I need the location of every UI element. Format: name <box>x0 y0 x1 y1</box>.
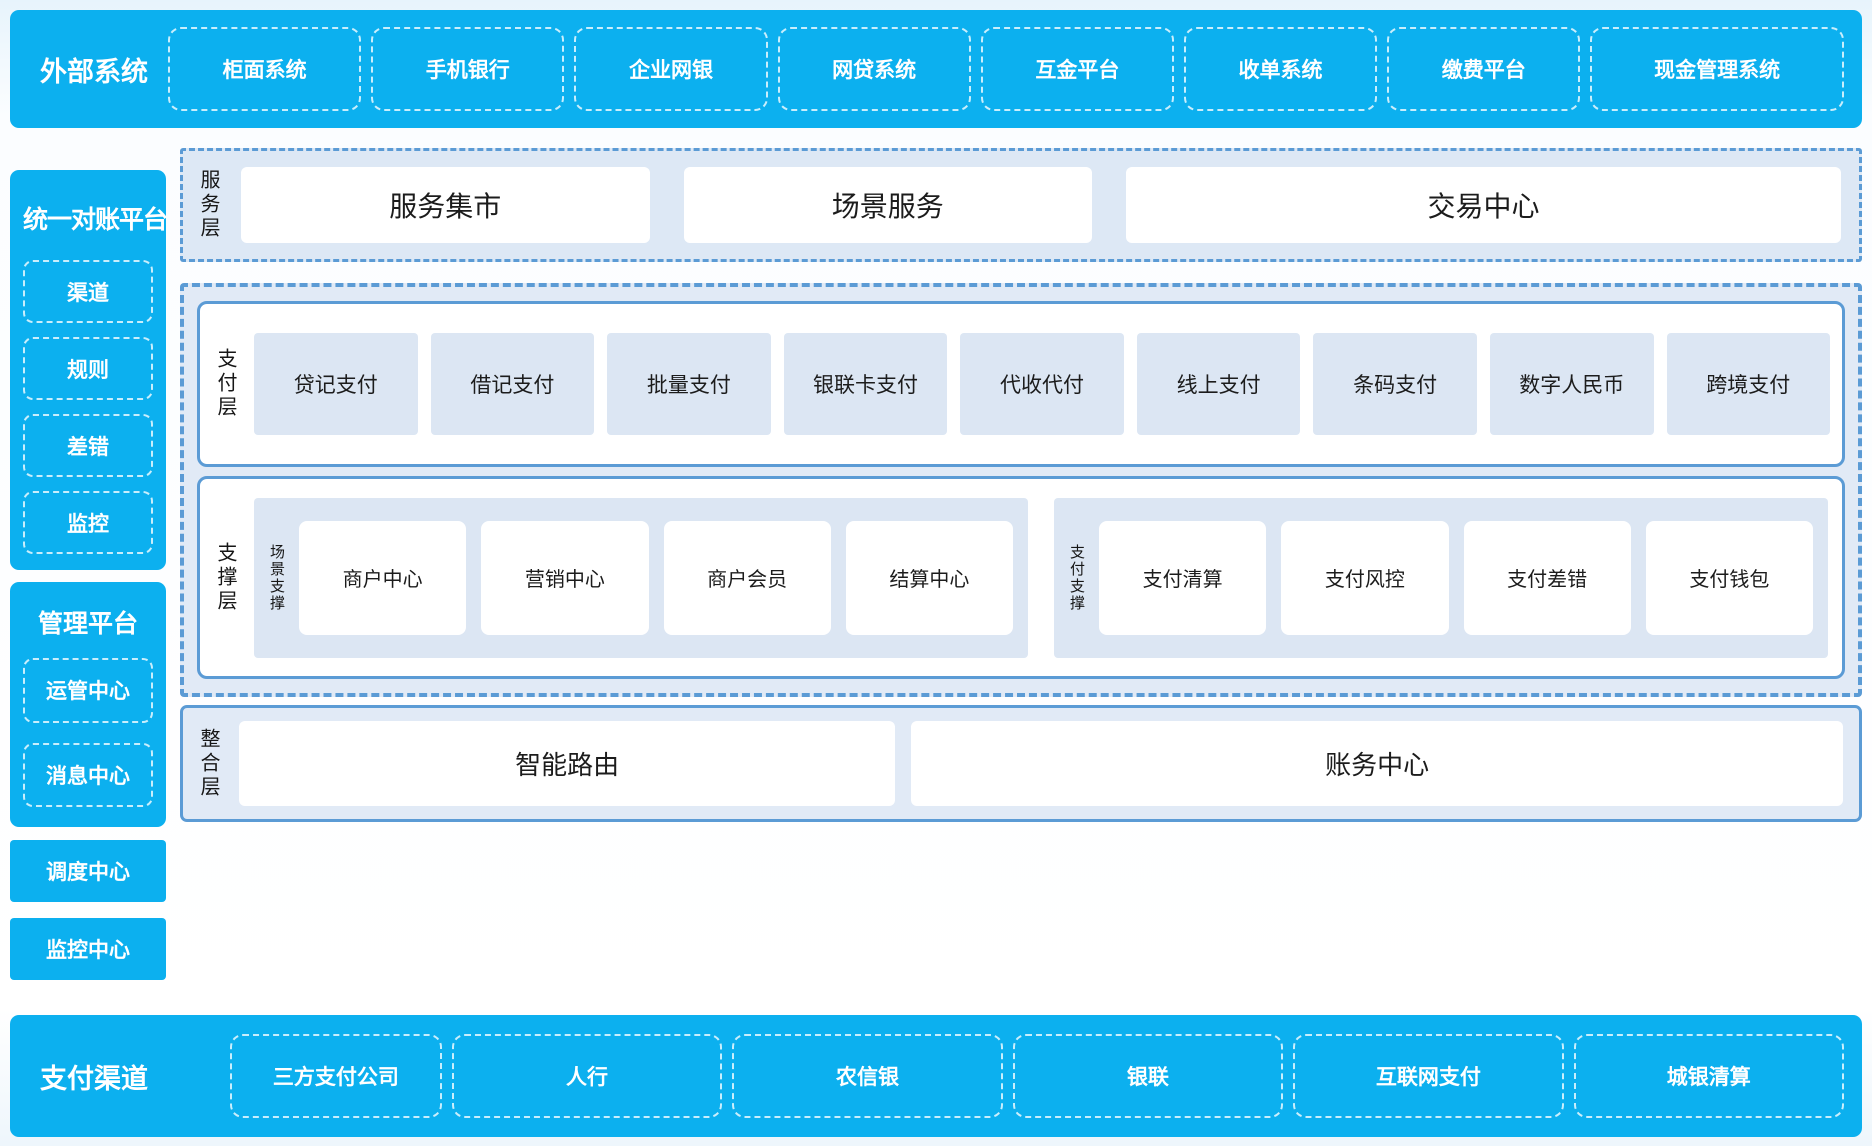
payment-channel-box: 银联 <box>1012 1034 1284 1118</box>
payment-channel-box: 城银清算 <box>1573 1034 1844 1118</box>
external-system-box: 收单系统 <box>1183 27 1378 111</box>
payment-channel-box: 人行 <box>451 1034 723 1118</box>
reconciliation-item: 渠道 <box>23 260 153 323</box>
payment-channels-boxes: 三方支付公司 人行 农信银 银联 互联网支付 城银清算 <box>230 1034 1844 1118</box>
reconciliation-platform-title: 统一对账平台 <box>23 205 168 234</box>
payment-tile: 条码支付 <box>1313 333 1477 435</box>
support-tile: 商户中心 <box>299 520 467 635</box>
integration-layer-label: 整合层 <box>197 727 221 800</box>
support-tile: 支付钱包 <box>1645 520 1813 635</box>
integration-layer-panel: 整合层 智能路由 账务中心 <box>180 705 1862 822</box>
service-tile: 交易中心 <box>1126 167 1841 243</box>
external-systems-boxes: 柜面系统 手机银行 企业网银 网贷系统 互金平台 收单系统 缴费平台 现金管理系… <box>168 27 1845 111</box>
integration-tile: 智能路由 <box>239 721 896 806</box>
dispatch-center-box: 调度中心 <box>10 840 166 902</box>
service-layer-tiles: 服务集市 场景服务 交易中心 <box>241 167 1841 243</box>
external-system-box: 企业网银 <box>574 27 768 111</box>
payment-tile: 批量支付 <box>607 333 771 435</box>
payment-support-tiles: 支付清算 支付风控 支付差错 支付钱包 <box>1099 520 1813 635</box>
management-item: 运管中心 <box>23 658 153 723</box>
payment-channel-box: 互联网支付 <box>1293 1034 1564 1118</box>
service-layer-panel: 服务层 服务集市 场景服务 交易中心 <box>180 148 1862 262</box>
support-tile: 支付清算 <box>1099 520 1267 635</box>
payment-tile: 代收代付 <box>960 333 1124 435</box>
management-platform-title: 管理平台 <box>37 609 138 638</box>
support-tile: 支付风控 <box>1281 520 1449 635</box>
core-layers-container: 支付层 贷记支付 借记支付 批量支付 银联卡支付 代收代付 线上支付 条码支付 … <box>180 283 1862 697</box>
reconciliation-item: 监控 <box>23 491 153 554</box>
payment-channel-box: 三方支付公司 <box>230 1034 442 1118</box>
payment-tile: 银联卡支付 <box>783 333 948 435</box>
monitor-center-box: 监控中心 <box>10 918 166 980</box>
external-system-box: 柜面系统 <box>168 27 362 111</box>
payment-support-label: 支付支撑 <box>1068 543 1086 612</box>
support-tile: 商户会员 <box>663 520 831 635</box>
payment-tile: 数字人民币 <box>1489 333 1654 435</box>
external-system-box: 缴费平台 <box>1387 27 1581 111</box>
reconciliation-platform-panel: 统一对账平台 渠道 规则 差错 监控 <box>10 170 168 570</box>
external-systems-title: 外部系统 <box>40 56 148 88</box>
management-item: 消息中心 <box>23 742 153 807</box>
reconciliation-item: 差错 <box>23 414 153 477</box>
payment-layer-tiles: 贷记支付 借记支付 批量支付 银联卡支付 代收代付 线上支付 条码支付 数字人民… <box>254 333 1831 435</box>
service-tile: 服务集市 <box>241 167 650 243</box>
external-system-box: 互金平台 <box>980 27 1174 111</box>
payment-layer-label: 支付层 <box>214 348 238 420</box>
payment-channel-box: 农信银 <box>732 1034 1003 1118</box>
reconciliation-item: 规则 <box>23 337 153 400</box>
support-tile: 支付差错 <box>1463 520 1631 635</box>
integration-layer-tiles: 智能路由 账务中心 <box>239 721 1843 806</box>
support-tile: 结算中心 <box>845 520 1013 635</box>
support-layer-groups: 场景支撑 商户中心 营销中心 商户会员 结算中心 支付支撑 支付清算 支付风控 … <box>254 497 1828 658</box>
service-tile: 场景服务 <box>683 167 1093 243</box>
scene-support-tiles: 商户中心 营销中心 商户会员 结算中心 <box>299 520 1013 635</box>
external-system-box: 网贷系统 <box>777 27 971 111</box>
integration-tile: 账务中心 <box>911 721 1843 806</box>
payment-channels-bar: 支付渠道 三方支付公司 人行 农信银 银联 互联网支付 城银清算 <box>10 1015 1862 1137</box>
external-system-box: 手机银行 <box>371 27 565 111</box>
payment-support-group: 支付支撑 支付清算 支付风控 支付差错 支付钱包 <box>1054 497 1828 658</box>
payment-layer-panel: 支付层 贷记支付 借记支付 批量支付 银联卡支付 代收代付 线上支付 条码支付 … <box>197 301 1845 467</box>
support-tile: 营销中心 <box>481 520 649 635</box>
management-platform-panel: 管理平台 运管中心 消息中心 <box>10 582 166 827</box>
support-layer-panel: 支撑层 场景支撑 商户中心 营销中心 商户会员 结算中心 支付支撑 支付清算 支… <box>197 476 1845 679</box>
support-layer-label: 支撑层 <box>214 541 238 614</box>
payment-tile: 贷记支付 <box>254 333 418 435</box>
payment-channels-title: 支付渠道 <box>40 1063 148 1095</box>
service-layer-label: 服务层 <box>197 169 221 241</box>
scene-support-group: 场景支撑 商户中心 营销中心 商户会员 结算中心 <box>254 497 1028 658</box>
external-systems-bar: 外部系统 柜面系统 手机银行 企业网银 网贷系统 互金平台 收单系统 缴费平台 … <box>10 10 1862 128</box>
payment-tile: 线上支付 <box>1136 333 1301 435</box>
scene-support-label: 场景支撑 <box>268 543 286 612</box>
payment-tile: 借记支付 <box>430 333 595 435</box>
payment-tile: 跨境支付 <box>1666 333 1831 435</box>
external-system-box: 现金管理系统 <box>1590 27 1845 111</box>
